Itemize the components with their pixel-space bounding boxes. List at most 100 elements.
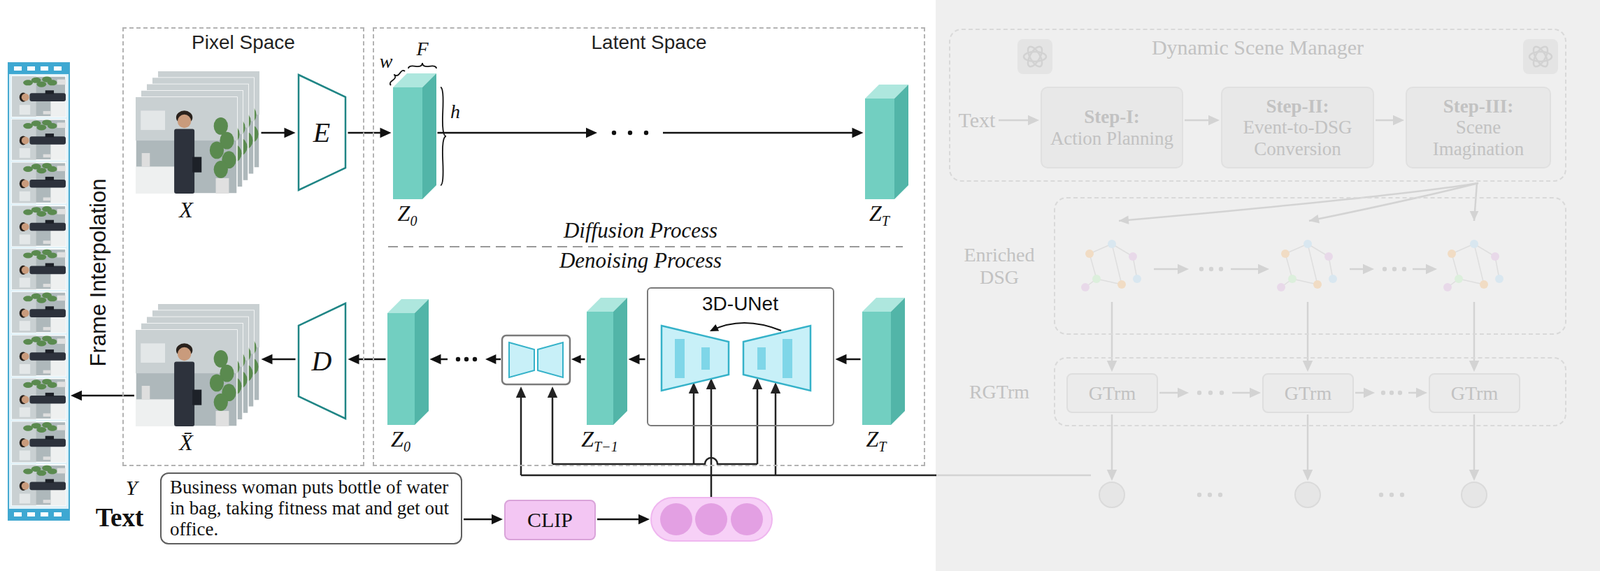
photo-pot bbox=[57, 425, 66, 431]
arrow-head bbox=[1177, 264, 1189, 275]
photo-plant bbox=[36, 254, 47, 261]
tensor-name: T bbox=[881, 213, 890, 229]
ellipsis-dot bbox=[627, 130, 633, 135]
arrow-head bbox=[638, 514, 650, 525]
film-frame bbox=[11, 465, 66, 506]
module-symbol: D bbox=[311, 344, 333, 378]
module-symbol: E bbox=[313, 116, 331, 149]
wire bbox=[1309, 183, 1479, 221]
output-token bbox=[1461, 482, 1487, 508]
graph-node bbox=[1479, 280, 1489, 289]
unet-decoder bbox=[743, 325, 811, 391]
graph-node bbox=[1092, 274, 1101, 284]
dimension-label: F bbox=[416, 37, 428, 61]
cuboid-front bbox=[393, 87, 423, 200]
embedding-token bbox=[660, 503, 693, 536]
process-label: Denoising Process bbox=[559, 248, 722, 274]
photo-pot bbox=[57, 79, 66, 86]
photo-bag bbox=[45, 479, 54, 484]
skip-connection bbox=[711, 323, 782, 331]
wire bbox=[710, 384, 713, 476]
ellipsis-dot bbox=[1209, 267, 1214, 272]
icon-petal bbox=[1530, 44, 1551, 70]
photo-shelf bbox=[140, 110, 166, 131]
process-label: Diffusion Process bbox=[563, 218, 718, 244]
module-title: 3D-UNet bbox=[648, 293, 833, 316]
film-sprocket bbox=[13, 512, 22, 517]
film-frame bbox=[11, 119, 66, 161]
arrow-head bbox=[348, 354, 360, 365]
unet-layer bbox=[757, 347, 766, 370]
transformer-box: GTrm bbox=[1262, 373, 1354, 414]
output-token bbox=[1099, 482, 1125, 508]
arrow-head bbox=[261, 354, 273, 365]
photo-person bbox=[29, 439, 66, 448]
trapezoid-shape bbox=[298, 303, 346, 419]
band-heading: Enriched DSG bbox=[950, 243, 1049, 289]
photo-face bbox=[176, 113, 191, 128]
photo-shelf bbox=[19, 407, 31, 418]
connector bbox=[1375, 115, 1405, 126]
photo-item bbox=[43, 456, 52, 461]
photo-pot bbox=[57, 209, 66, 215]
film-frame bbox=[11, 205, 66, 247]
photo-bag bbox=[45, 90, 54, 94]
photo-face bbox=[21, 395, 30, 404]
photo-item bbox=[43, 327, 52, 331]
photo-frame bbox=[135, 330, 238, 427]
photo-plant bbox=[209, 374, 224, 392]
photo-plant bbox=[36, 81, 47, 88]
unet-layer bbox=[782, 339, 793, 379]
photo-plant bbox=[47, 382, 58, 389]
photo-shelf bbox=[19, 234, 31, 245]
arrow-head bbox=[1393, 115, 1405, 126]
photo-plant bbox=[36, 297, 47, 304]
film-bar bbox=[8, 62, 70, 75]
icon-petal bbox=[1529, 51, 1552, 62]
photo-face bbox=[21, 93, 30, 102]
arrow-head bbox=[571, 355, 582, 364]
arrow-head bbox=[284, 127, 296, 138]
graph-node bbox=[1107, 239, 1117, 249]
variable-label: X̄ bbox=[135, 430, 238, 456]
variable-label: X bbox=[135, 197, 238, 224]
photo-desk bbox=[50, 272, 66, 290]
box-text: Scene Imagination bbox=[1412, 116, 1545, 159]
photo-pot bbox=[57, 381, 66, 388]
image-stack bbox=[135, 71, 261, 194]
photo-shelf bbox=[19, 364, 31, 375]
graph-edge bbox=[1111, 244, 1122, 285]
photo-face bbox=[21, 439, 30, 447]
film-strip bbox=[8, 62, 70, 521]
graph-node bbox=[1469, 239, 1479, 249]
box-text: Business woman puts bottle of water in b… bbox=[169, 476, 453, 541]
latent-tensor: ZT bbox=[862, 297, 905, 426]
film-sprocket bbox=[40, 66, 49, 71]
photo-frame bbox=[11, 335, 66, 377]
box-text: Action Planning bbox=[1047, 127, 1177, 149]
photo-plant bbox=[47, 339, 58, 345]
latent-tensor: Z0 bbox=[387, 299, 429, 426]
graph-node bbox=[1281, 249, 1290, 259]
icon-petal bbox=[1025, 44, 1045, 70]
cuboid-front bbox=[865, 98, 895, 200]
ellipsis-dot bbox=[1381, 390, 1386, 396]
cuboid-side bbox=[890, 297, 905, 426]
ellipsis-dot bbox=[1199, 267, 1204, 272]
ellipsis-dot bbox=[1397, 390, 1403, 396]
wire bbox=[936, 474, 1091, 477]
arrow-head bbox=[1469, 211, 1480, 221]
arrow-head bbox=[547, 386, 558, 398]
film-frame bbox=[11, 335, 66, 377]
photo-item bbox=[43, 197, 52, 201]
photo-pot bbox=[215, 177, 229, 194]
photo-bag bbox=[45, 133, 54, 138]
embedding-token bbox=[730, 503, 763, 536]
tensor-label: Z0 bbox=[370, 426, 432, 453]
photo-person bbox=[29, 266, 66, 275]
ellipsis-dot bbox=[1402, 267, 1407, 272]
connector bbox=[628, 354, 646, 365]
ellipsis-dot bbox=[464, 357, 469, 362]
wire bbox=[710, 475, 713, 498]
